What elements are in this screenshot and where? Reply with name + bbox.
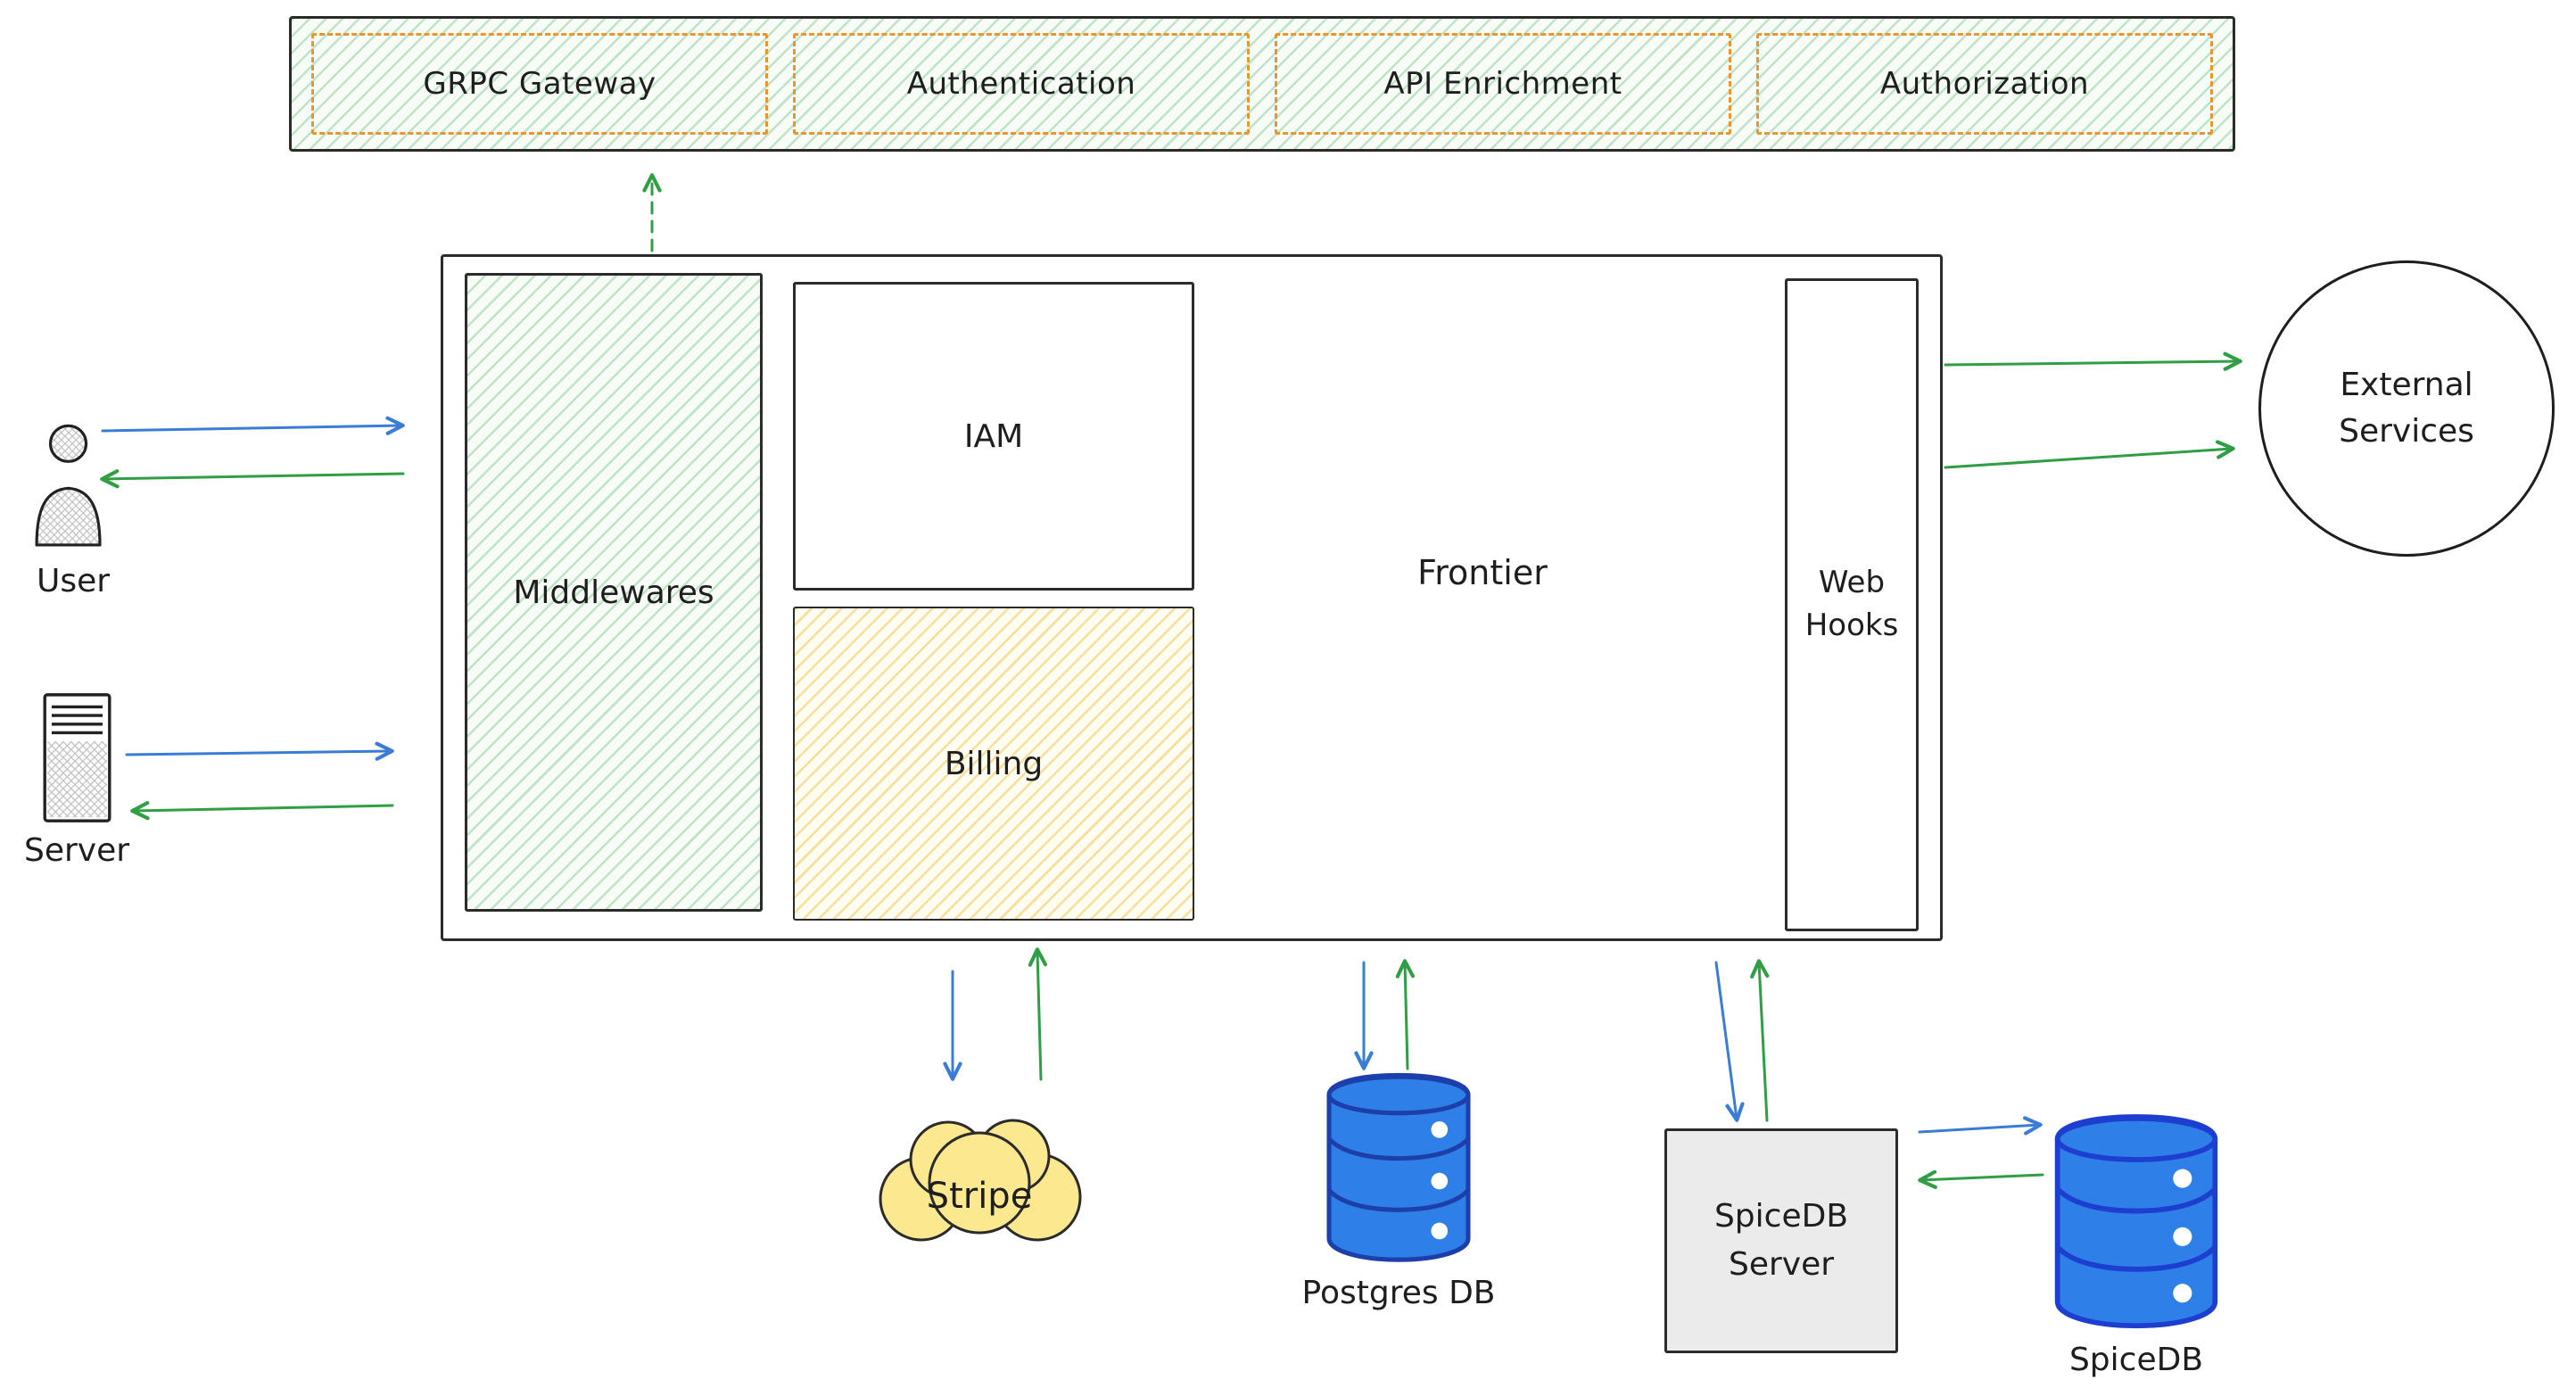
server-icon	[43, 693, 111, 822]
arrow-frontier-to-spicedb-server	[1714, 961, 1745, 1122]
arrow-frontier-to-external-2	[1944, 440, 2235, 469]
user-icon	[35, 424, 102, 547]
arrow-middlewares-to-user	[100, 469, 405, 489]
user-label: User	[36, 563, 111, 599]
frontier-title: Frontier	[1417, 553, 1548, 592]
iam-box: IAM	[793, 282, 1194, 591]
iam-label: IAM	[963, 417, 1024, 455]
spicedb-db-node: SpiceDB	[2051, 1113, 2222, 1378]
postgres-label: Postgres DB	[1301, 1275, 1496, 1311]
arrow-stripe-to-billing	[1028, 947, 1048, 1081]
spicedb-server-box: SpiceDB Server	[1664, 1128, 1898, 1353]
middlewares-label: Middlewares	[513, 574, 714, 611]
pipeline-stage-api-enrichment: API Enrichment	[1275, 33, 1731, 135]
pipeline-stage-grpc-gateway: GRPC Gateway	[311, 33, 768, 135]
pipeline-stage-authorization: Authorization	[1756, 33, 2213, 135]
user-actor: User	[25, 417, 121, 599]
arrow-postgres-to-frontier	[1395, 959, 1416, 1070]
database-icon	[2054, 1114, 2218, 1329]
spicedb-server-label: SpiceDB Server	[1713, 1198, 1849, 1283]
arrow-server-to-middlewares	[125, 741, 394, 761]
arrow-spicedb-to-spicedb-server	[1918, 1169, 2044, 1189]
arrow-frontier-to-external-1	[1944, 351, 2242, 371]
pipeline-stage-label: GRPC Gateway	[423, 66, 656, 102]
webhooks-label: Web Hooks	[1804, 565, 1899, 643]
server-label: Server	[23, 832, 130, 869]
pipeline-stage-authentication: Authentication	[793, 33, 1250, 135]
arrow-spicedb-server-to-frontier	[1750, 959, 1770, 1122]
stripe-label: Stripe	[926, 1176, 1033, 1217]
external-services-label: External Services	[2339, 366, 2474, 450]
server-actor: Server	[24, 691, 129, 869]
cloud-icon	[879, 1119, 1082, 1242]
arrow-user-to-middlewares	[101, 416, 405, 435]
billing-box: Billing	[793, 607, 1194, 921]
middlewares-box: Middlewares	[465, 273, 763, 912]
stripe-node: Stripe	[855, 1090, 1104, 1261]
gateway-pipeline-bar: GRPC Gateway Authentication API Enrichme…	[289, 16, 2235, 152]
external-services-node: External Services	[2258, 260, 2555, 557]
pipeline-stage-label: API Enrichment	[1383, 66, 1622, 102]
pipeline-stage-label: Authorization	[1879, 66, 2090, 102]
arrow-middlewares-to-server	[130, 801, 394, 821]
webhooks-box: Web Hooks	[1785, 278, 1919, 931]
pipeline-stage-label: Authentication	[906, 66, 1136, 102]
arrow-spicedb-server-to-spicedb	[1918, 1116, 2043, 1136]
postgres-db-node: Postgres DB	[1302, 1072, 1495, 1311]
billing-label: Billing	[944, 745, 1044, 782]
frontier-container: Middlewares IAM Billing Frontier Web Hoo…	[441, 254, 1943, 941]
spicedb-label: SpiceDB	[2068, 1342, 2204, 1378]
database-icon	[1326, 1072, 1471, 1262]
